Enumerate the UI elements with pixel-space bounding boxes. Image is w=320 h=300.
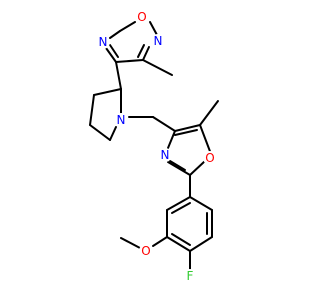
bond — [142, 46, 150, 61]
bond — [137, 44, 145, 58]
atom-label: N — [117, 113, 126, 127]
oxazole-oxygen-atom: O — [203, 151, 217, 165]
bond — [115, 61, 122, 90]
bond — [93, 88, 122, 96]
atom-labels: O N N N N O O — [96, 10, 217, 283]
bond — [189, 196, 213, 211]
bond — [89, 94, 95, 126]
molecule-canvas: O N N N N O O — [89, 10, 219, 283]
bond — [174, 124, 201, 132]
bond — [119, 21, 136, 32]
bond — [174, 129, 198, 136]
atom-label: O — [141, 244, 150, 258]
bond — [89, 124, 111, 141]
bond — [152, 236, 168, 247]
oxadiazole-oxygen-atom: O — [135, 10, 149, 24]
bond — [109, 126, 117, 141]
bond — [167, 130, 176, 149]
bond — [109, 44, 119, 58]
bond — [109, 30, 121, 39]
atom-label: O — [205, 151, 214, 165]
bond — [166, 236, 191, 252]
pyrrolidine-nitrogen-atom: N — [114, 113, 128, 127]
bond — [199, 124, 212, 155]
molecule-structure: O N N N N O O — [89, 10, 219, 283]
bond — [171, 202, 191, 214]
oxazole-nitrogen-atom: N — [158, 148, 172, 162]
oxadiazole-nitrogen-left-atom: N — [96, 35, 110, 49]
oxadiazole-nitrogen-right-atom: N — [151, 34, 165, 48]
bond — [152, 116, 176, 132]
atom-label: N — [161, 148, 170, 162]
methoxy-oxygen-atom: O — [139, 244, 153, 258]
bond — [149, 21, 158, 36]
bond — [189, 160, 206, 176]
bond — [120, 237, 141, 249]
bonds — [89, 21, 219, 271]
bond — [115, 59, 144, 63]
bond — [142, 59, 173, 76]
bond — [169, 160, 186, 171]
bond — [105, 47, 117, 63]
atom-label: N — [99, 35, 108, 49]
bond — [171, 233, 191, 246]
bond — [166, 196, 191, 211]
bond — [189, 236, 213, 252]
atom-label: F — [187, 269, 194, 283]
bond — [199, 100, 219, 126]
bond — [167, 161, 191, 176]
atom-label: N — [154, 34, 163, 48]
atom-label: O — [137, 10, 146, 24]
fluorine-atom: F — [183, 269, 197, 283]
